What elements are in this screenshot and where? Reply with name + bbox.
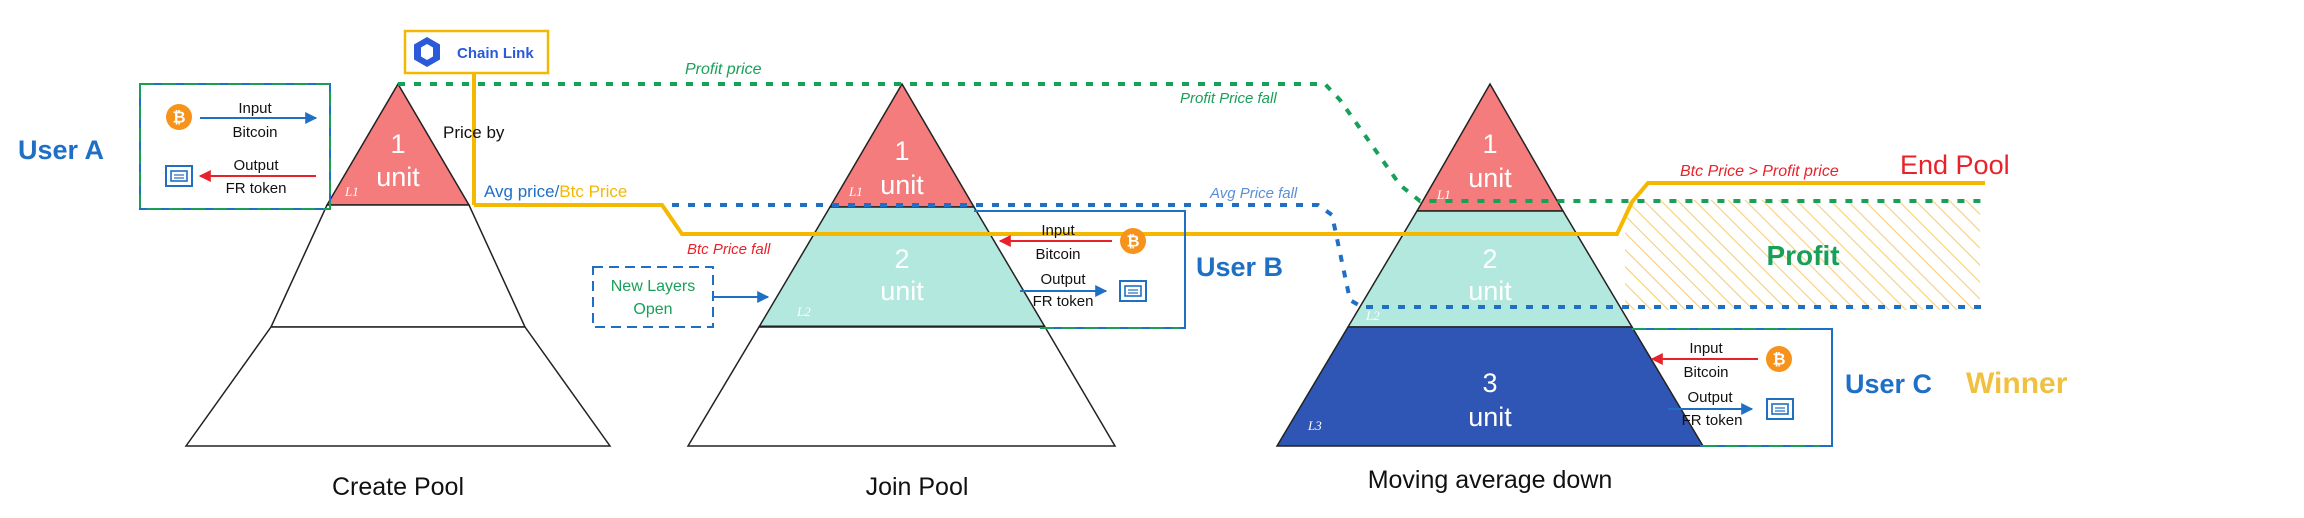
price-by-label: Price by — [443, 123, 505, 142]
join-pool-layer-1-tag: L1 — [848, 184, 863, 199]
profit-price-fall-label: Profit Price fall — [1180, 90, 1277, 107]
moving-pool-layer-1-tag: L1 — [1436, 187, 1451, 202]
user-c-output-label: Output — [1687, 389, 1733, 406]
bitcoin-icon — [166, 104, 192, 130]
moving-pool: 1 unit L1 2 unit L2 3 unit L3 Moving ave… — [1275, 82, 1705, 494]
token-icon — [1766, 398, 1794, 420]
moving-pool-layer-1-number: 1 — [1482, 129, 1497, 159]
moving-pool-layer-3-number: 3 — [1482, 368, 1497, 398]
btc-price-fall-label: Btc Price fall — [687, 241, 771, 258]
profit-area — [1625, 200, 1980, 310]
user-a-output-sub: FR token — [226, 180, 287, 197]
create-pool-layer-1-tag: L1 — [344, 184, 359, 199]
profit-label: Profit — [1766, 240, 1839, 271]
btc-price-line — [474, 181, 1985, 236]
user-c-output-sub: FR token — [1682, 412, 1743, 429]
chainlink-label: Chain Link — [457, 45, 534, 62]
btc-gt-profit-label: Btc Price > Profit price — [1680, 163, 1839, 180]
user-b-group: User B Input Bitcoin Output FR token — [974, 210, 1283, 329]
new-layers-line-2: Open — [633, 301, 672, 318]
join-pool-layer-2-tag: L2 — [796, 304, 811, 319]
create-pool-layer-3 — [184, 326, 612, 447]
end-pool-label: End Pool — [1900, 150, 2010, 180]
new-layers-box: New Layers Open — [592, 266, 770, 328]
user-b-name: User B — [1196, 252, 1283, 282]
bitcoin-icon — [1766, 346, 1792, 372]
join-pool-layer-1-number: 1 — [894, 136, 909, 166]
join-pool: 1 unit L1 2 unit L2 Join Pool — [686, 82, 1117, 501]
user-c-input-sub: Bitcoin — [1683, 364, 1728, 381]
avg-price-fall-label: Avg Price fall — [1209, 185, 1298, 202]
moving-pool-layer-3-tag: L3 — [1307, 418, 1322, 433]
btc-price-label: Btc Price — [559, 182, 627, 201]
user-c-name: User C — [1845, 369, 1932, 399]
label-separator: / — [555, 182, 560, 201]
create-pool-layer-1-number: 1 — [390, 129, 405, 159]
new-layers-line-1: New Layers — [611, 278, 695, 295]
user-b-output-sub: FR token — [1033, 293, 1094, 310]
join-pool-layer-3 — [686, 326, 1117, 447]
user-a-input-sub: Bitcoin — [232, 124, 277, 141]
user-a-name: User A — [18, 135, 104, 165]
user-c-group: User C Winner Input Bitcoin Output FR to… — [1632, 328, 2068, 447]
chainlink-box: Chain Link — [403, 29, 550, 75]
avg-price-label: Avg price — [484, 182, 555, 201]
join-pool-layer-1-unit: unit — [880, 170, 924, 200]
join-pool-layer-2-unit: unit — [880, 276, 924, 306]
moving-pool-layer-2-unit: unit — [1468, 276, 1512, 306]
user-a-input-label: Input — [238, 100, 272, 117]
profit-price-label: Profit price — [685, 61, 762, 78]
user-a-dashed — [139, 83, 331, 210]
user-b-output-label: Output — [1040, 271, 1086, 288]
user-a-output-label: Output — [233, 157, 279, 174]
join-pool-layer-2-number: 2 — [894, 244, 909, 274]
token-icon — [165, 165, 193, 187]
user-a-group: User A Input Bitcoin Output FR token — [18, 83, 331, 210]
avg-btc-price-label: Avg price/Btc Price — [484, 182, 627, 201]
moving-pool-layer-2-tag: L2 — [1365, 308, 1380, 323]
moving-pool-layer-3-unit: unit — [1468, 402, 1512, 432]
bitcoin-icon — [1120, 228, 1146, 254]
create-pool-caption: Create Pool — [332, 473, 464, 501]
token-icon — [1119, 280, 1147, 302]
winner-label: Winner — [1966, 367, 2068, 400]
user-c-input-label: Input — [1689, 340, 1723, 357]
moving-pool-caption: Moving average down — [1368, 466, 1613, 494]
moving-pool-layer-1-unit: unit — [1468, 163, 1512, 193]
create-pool: 1 unit L1 Create Pool — [184, 82, 612, 501]
user-b-input-label: Input — [1041, 222, 1075, 239]
create-pool-layer-2 — [269, 204, 527, 328]
join-pool-caption: Join Pool — [866, 473, 969, 501]
user-b-input-sub: Bitcoin — [1035, 246, 1080, 263]
avg-price-line — [480, 203, 1985, 309]
user-c-box — [1640, 328, 1833, 447]
moving-pool-layer-2-number: 2 — [1482, 244, 1497, 274]
profit-price-line — [398, 82, 1985, 203]
create-pool-layer-1-unit: unit — [376, 162, 420, 192]
